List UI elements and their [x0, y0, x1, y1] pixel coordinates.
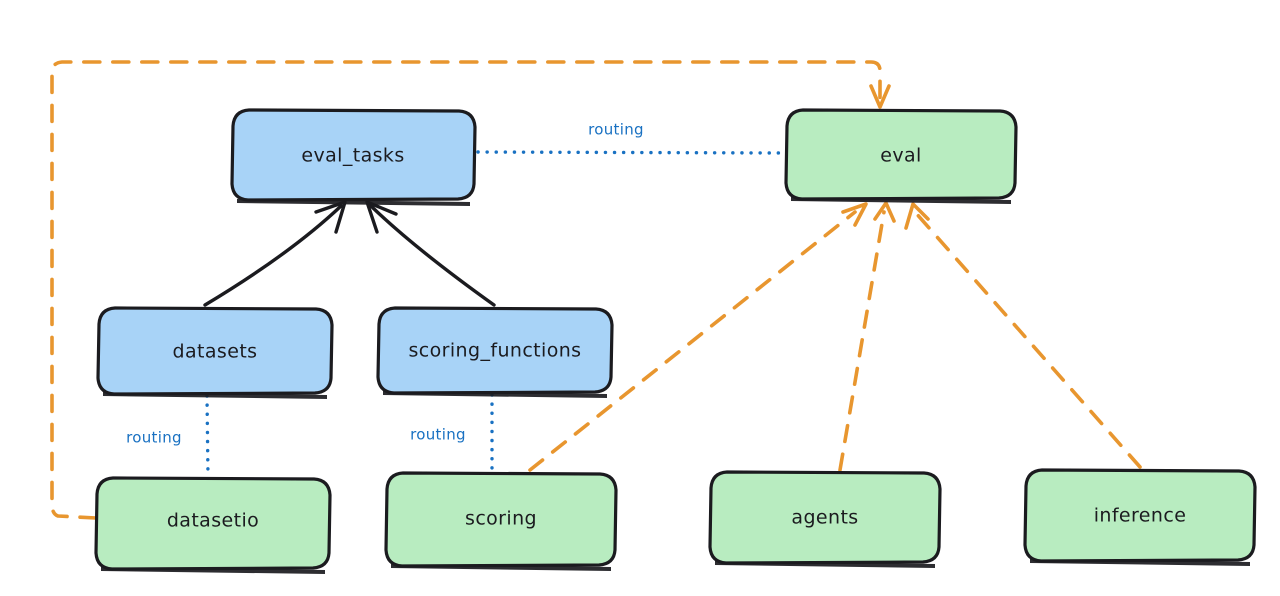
node-scoring-functions[interactable]: scoring_functions: [376, 306, 614, 398]
node-eval-tasks[interactable]: eval_tasks: [230, 108, 477, 206]
edge-label-routing-datasets: routing: [126, 429, 182, 447]
routing-line-datasets-datasetio[interactable]: [205, 394, 210, 479]
node-eval-body: [784, 108, 1018, 201]
node-scoring-body: [384, 471, 618, 568]
node-datasetio-label: datasetio: [167, 510, 259, 532]
edge-inference-to-eval[interactable]: [904, 202, 1142, 469]
edge-datasetio-to-eval[interactable]: [50, 60, 891, 520]
edge-datasets-to-eval-tasks[interactable]: [203, 200, 347, 307]
node-eval-label: eval: [880, 145, 921, 167]
node-agents[interactable]: agents: [708, 470, 942, 568]
edge-group-dependencies: [50, 60, 1142, 520]
edge-label-routing-top: routing: [588, 121, 644, 139]
node-inference[interactable]: inference: [1023, 468, 1257, 566]
node-datasetio-body: [94, 476, 332, 571]
node-scoring-functions-label: scoring_functions: [409, 340, 582, 362]
node-eval-tasks-body: [230, 108, 477, 202]
edge-label-routing-scoring-functions: routing: [410, 426, 466, 444]
routing-line-eval-tasks-eval[interactable]: [476, 150, 786, 155]
node-agents-body: [708, 470, 942, 565]
node-eval[interactable]: eval: [784, 108, 1018, 204]
node-agents-label: agents: [791, 507, 858, 529]
node-scoring[interactable]: scoring: [384, 471, 618, 571]
edge-scoring-to-eval[interactable]: [528, 202, 868, 472]
node-eval-tasks-label: eval_tasks: [301, 145, 404, 167]
node-datasets-body: [96, 306, 334, 396]
edge-group-routing: [205, 150, 786, 479]
node-datasets-label: datasets: [173, 341, 258, 363]
node-scoring-functions-body: [376, 306, 614, 395]
edge-scoring-functions-to-eval-tasks[interactable]: [365, 200, 496, 307]
node-inference-body: [1023, 468, 1257, 563]
node-datasets[interactable]: datasets: [96, 306, 334, 399]
edge-group-composition: [203, 200, 496, 307]
node-scoring-label: scoring: [465, 508, 537, 530]
node-inference-label: inference: [1094, 505, 1187, 527]
edge-agents-to-eval[interactable]: [838, 201, 896, 472]
node-datasetio[interactable]: datasetio: [94, 476, 332, 574]
